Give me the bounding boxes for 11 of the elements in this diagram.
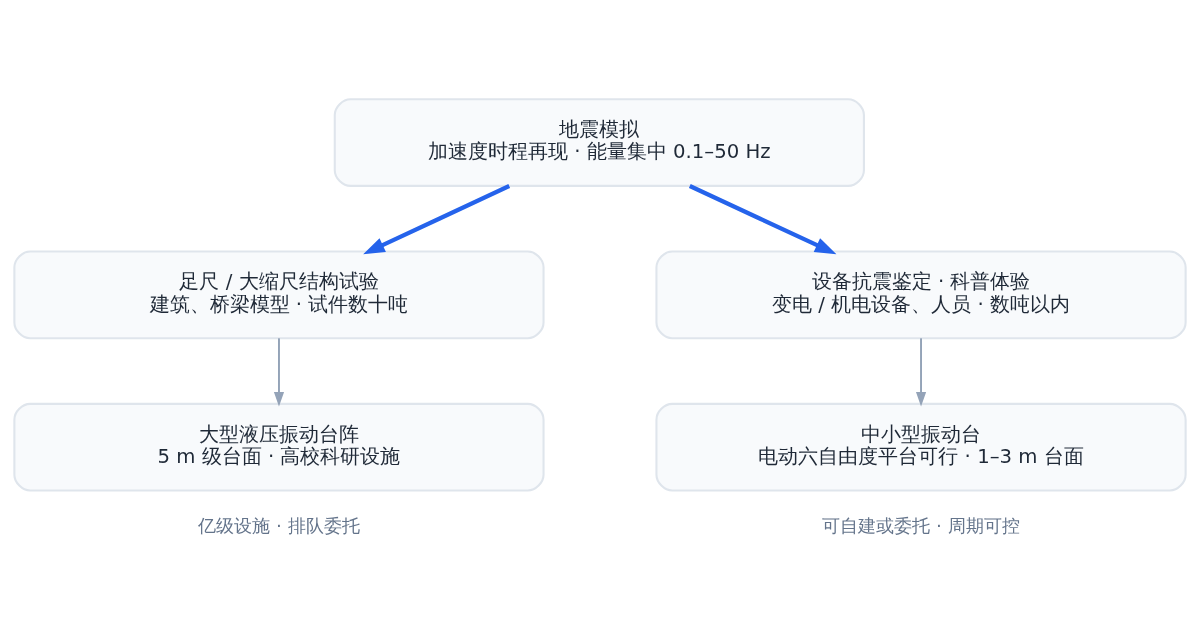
node-label: 亿级设施 · 排队委托 (198, 514, 360, 536)
arrow (363, 183, 511, 254)
node-box: 地震模拟 加速度时程再现 · 能量集中 0.1–50 Hz (333, 97, 865, 187)
node-label: 可自建或委托 · 周期可控 (822, 514, 1020, 536)
node-box: 大型液压振动台阵 5 m 级台面 · 高校科研设施 (13, 402, 545, 492)
node-box: 足尺 / 大缩尺结构试验 建筑、桥梁模型 · 试件数十吨 (13, 250, 545, 339)
arrow (688, 183, 837, 254)
arrow (915, 336, 927, 407)
arrow (273, 336, 285, 407)
node-box: 中小型振动台 电动六自由度平台可行 · 1–3 m 台面 (655, 402, 1187, 492)
node-box: 设备抗震鉴定 · 科普体验 变电 / 机电设备、人员 · 数吨以内 (655, 250, 1187, 339)
